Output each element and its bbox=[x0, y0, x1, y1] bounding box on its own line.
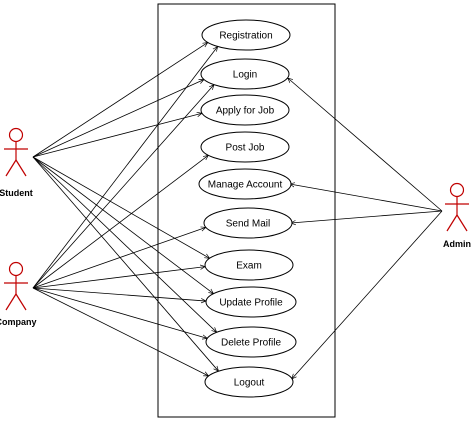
use-case-label: Update Profile bbox=[219, 298, 283, 309]
association-admin-manage_account bbox=[290, 184, 443, 212]
associations-layer bbox=[32, 42, 443, 379]
use-case-registration: Registration bbox=[201, 19, 291, 51]
use-case-exam: Exam bbox=[204, 249, 294, 281]
use-case-ellipse bbox=[200, 94, 290, 126]
association-company-delete_profile bbox=[32, 287, 207, 338]
association-company-login bbox=[32, 85, 214, 289]
use-case-ellipse bbox=[205, 286, 297, 318]
actor-company: Company bbox=[0, 261, 37, 327]
use-case-manage-account: Manage Account bbox=[198, 168, 292, 200]
use-case-label: Delete Profile bbox=[221, 338, 281, 349]
association-company-exam bbox=[32, 267, 205, 289]
actors-layer: StudentCompany Admin bbox=[0, 127, 471, 327]
use-case-send-mail: Send Mail bbox=[203, 207, 293, 239]
actor-stick-figure-icon bbox=[4, 127, 28, 177]
use-case-label: Login bbox=[233, 70, 257, 81]
use-case-label: Logout bbox=[234, 378, 265, 389]
use-case-ellipse bbox=[203, 207, 293, 239]
association-company-post_job bbox=[32, 155, 208, 289]
use-case-ellipse bbox=[198, 168, 292, 200]
association-admin-logout bbox=[292, 210, 443, 379]
use-case-ellipse bbox=[204, 249, 294, 281]
use-case-ellipse bbox=[205, 326, 297, 358]
association-student-update_profile bbox=[32, 156, 214, 294]
use-case-logout: Logout bbox=[204, 366, 294, 398]
association-company-logout bbox=[32, 287, 209, 376]
association-student-delete_profile bbox=[32, 156, 217, 332]
use-case-login: Login bbox=[200, 58, 290, 90]
use-case-ellipse bbox=[201, 19, 291, 51]
use-case-label: Exam bbox=[236, 261, 262, 272]
use-case-label: Apply for Job bbox=[216, 106, 275, 117]
use-case-ellipse bbox=[204, 366, 294, 398]
actor-label: Company bbox=[0, 317, 37, 327]
system-boundary bbox=[157, 3, 336, 418]
association-student-apply_for_job bbox=[32, 113, 202, 158]
association-student-registration bbox=[32, 42, 208, 158]
association-student-login bbox=[32, 79, 204, 158]
use-case-label: Send Mail bbox=[226, 219, 270, 230]
association-student-logout bbox=[32, 156, 219, 371]
actor-student: Student bbox=[0, 127, 33, 198]
actor-stick-figure-icon bbox=[445, 182, 469, 232]
actor-admin: Admin bbox=[443, 182, 471, 249]
association-student-exam bbox=[32, 156, 210, 258]
association-company-send_mail bbox=[32, 227, 206, 289]
use-case-label: Registration bbox=[219, 31, 272, 42]
association-company-registration bbox=[32, 46, 218, 289]
association-admin-login bbox=[288, 78, 443, 212]
use-case-apply-for-job: Apply for Job bbox=[200, 94, 290, 126]
actor-label: Admin bbox=[443, 239, 471, 249]
use-case-delete-profile: Delete Profile bbox=[205, 326, 297, 358]
use-case-update-profile: Update Profile bbox=[205, 286, 297, 318]
use-case-label: Manage Account bbox=[208, 180, 283, 191]
use-case-post-job: Post Job bbox=[200, 131, 290, 163]
actor-label: Student bbox=[0, 188, 33, 198]
use-case-label: Post Job bbox=[226, 143, 265, 154]
association-admin-send_mail bbox=[291, 210, 443, 223]
use-case-ellipse bbox=[200, 131, 290, 163]
actor-stick-figure-icon bbox=[4, 261, 28, 311]
use-case-ellipse bbox=[200, 58, 290, 90]
association-company-update_profile bbox=[32, 287, 206, 301]
